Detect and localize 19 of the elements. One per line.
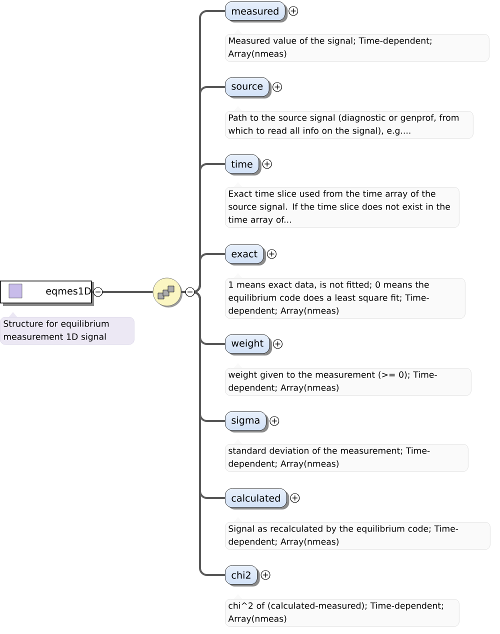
element-box: calculated: [225, 488, 290, 510]
annotation-bubble: Path to the source signal (diagnostic or genprof, from which to read all info on the signal), e.g....: [225, 106, 474, 139]
element-box: chi2: [225, 565, 260, 586]
element-box: time: [225, 154, 262, 176]
annotation-bubble: Measured value of the signal; Time-dependent; Array(nmeas): [225, 29, 490, 62]
element-box: weight: [225, 334, 272, 356]
annotation-bubble: chi^2 of (calculated-measured); Time-dependent; Array(nmeas): [225, 594, 460, 627]
element-box: source: [225, 77, 272, 98]
element-box: sigma: [225, 411, 269, 432]
annotation-bubble: Structure for equilibrium measurement 1D signal: [0, 312, 134, 345]
annotation-bubble: weight given to the measurement (>= 0); Time-dependent; Array(nmeas): [225, 363, 472, 396]
element-box: measured: [225, 1, 288, 22]
element-box: eqmes1D: [0, 280, 94, 306]
annotation-bubble: Exact time slice used from the time array of the source signal. If the time slice does not exist in the time array of...: [225, 182, 460, 228]
annotation-bubble: standard deviation of the measurement; Time-dependent; Array(nmeas): [225, 439, 468, 472]
sequence-circle: [152, 278, 182, 308]
element-box: exact: [225, 244, 266, 266]
annotation-bubble: 1 means exact data, is not fitted; 0 means the equilibrium code does a least square fit; Time-dependent; Array(nmeas): [225, 273, 466, 319]
annotation-bubble: Signal as recalculated by the equilibrium code; Time-dependent; Array(nmeas): [225, 517, 490, 550]
